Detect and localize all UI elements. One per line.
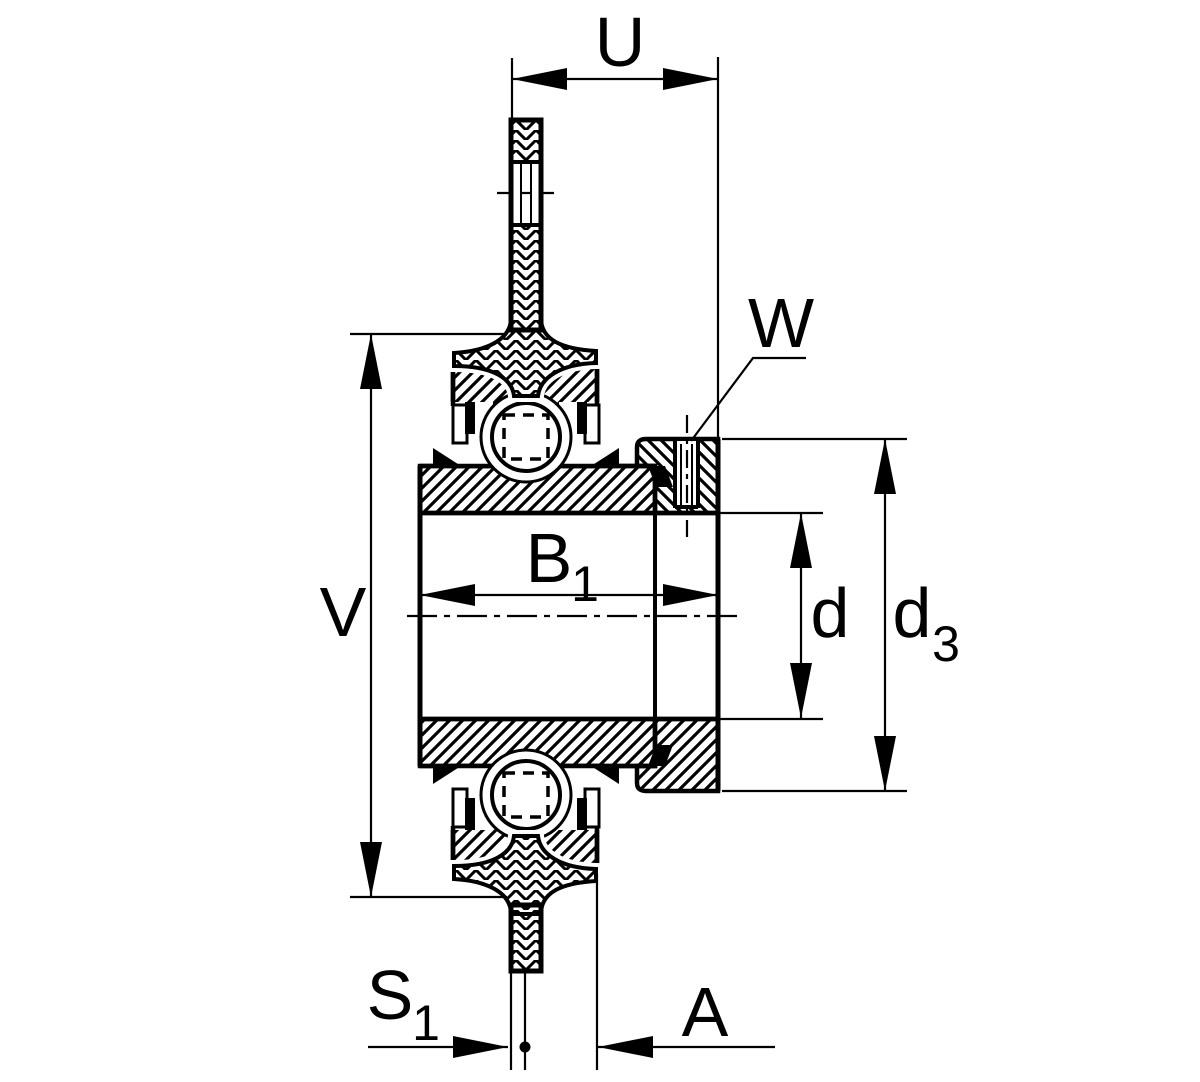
dim-label-s1: S (367, 956, 414, 1034)
dim-label-s1-sub: 1 (412, 995, 440, 1051)
dim-label-d3-sub: 3 (932, 616, 960, 672)
dim-label-u: U (595, 3, 646, 81)
dimension-s1: S 1 (367, 956, 531, 1070)
ball-bottom (490, 759, 562, 831)
flinger-top (448, 117, 602, 402)
dimension-d3: d 3 (722, 437, 960, 793)
ball-top (490, 401, 562, 473)
dimension-d: d (718, 511, 850, 721)
dimension-u: U (510, 3, 720, 437)
dim-label-a: A (682, 973, 729, 1051)
dim-label-b1-sub: 1 (571, 556, 599, 612)
dimension-a: A (595, 874, 775, 1070)
cage-symbol-top (502, 413, 550, 461)
dim-label-d3: d (893, 574, 932, 652)
dimension-v: V (320, 332, 507, 899)
dimension-b1: B 1 (420, 519, 718, 612)
cage-symbol-bottom (502, 771, 550, 819)
dimension-point (519, 1041, 531, 1053)
dimension-w: W (690, 284, 814, 442)
flinger-bottom (448, 830, 602, 974)
dim-label-w: W (748, 284, 814, 362)
dim-label-d: d (811, 574, 850, 652)
dim-label-v: V (320, 573, 367, 651)
dim-label-b1: B (526, 519, 573, 597)
seals (433, 402, 619, 830)
